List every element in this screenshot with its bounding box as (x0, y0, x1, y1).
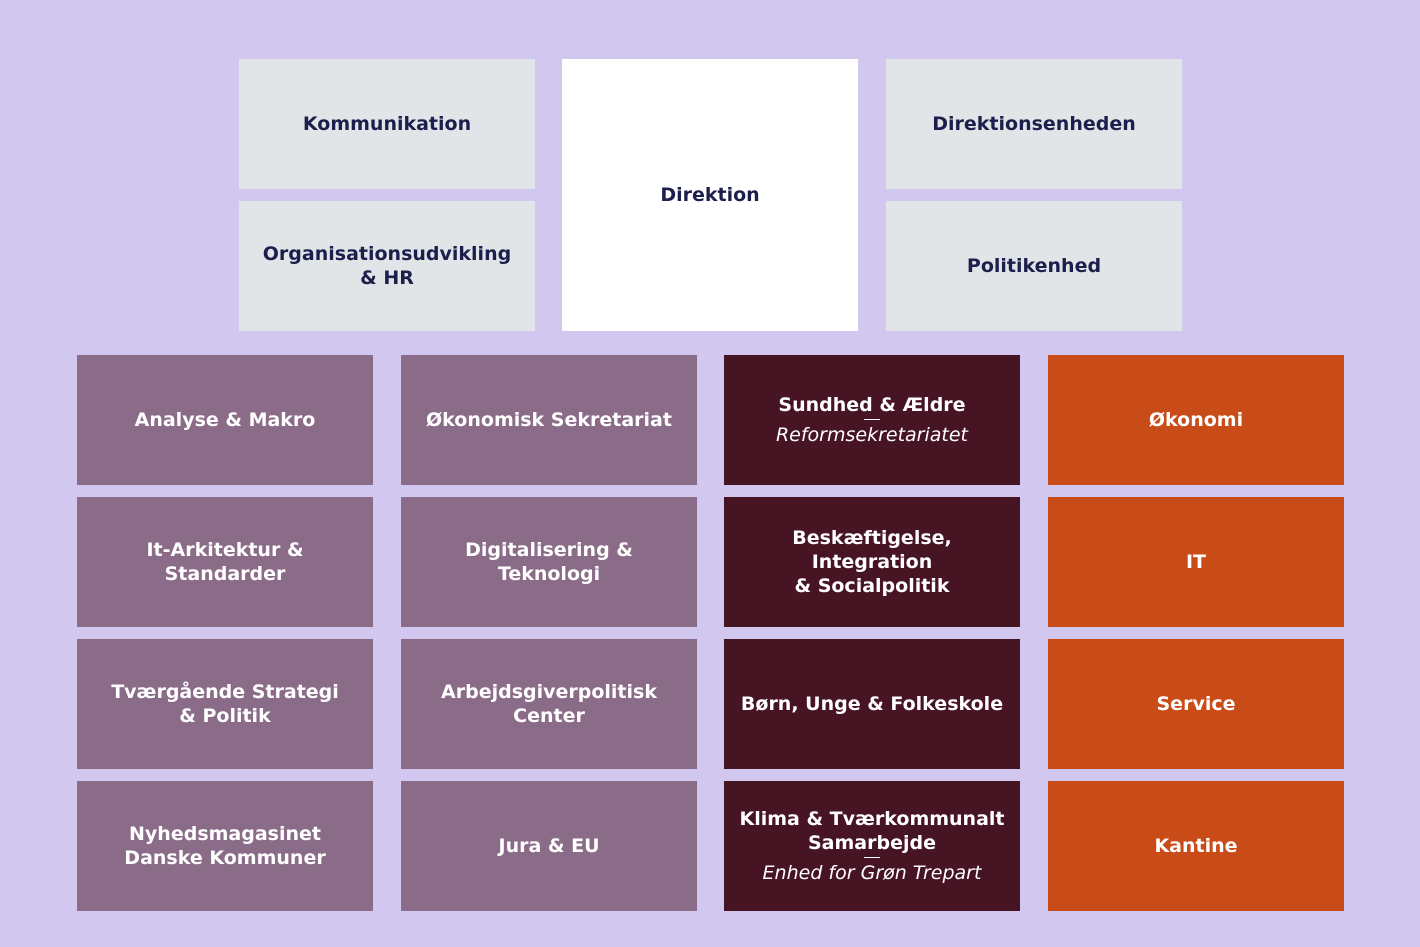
unit-sublabel: Enhed for Grøn Trepart (762, 862, 982, 885)
box-direktion: Direktion (562, 59, 858, 331)
box-kommunikation: Kommunikation (239, 59, 535, 189)
unit-label: & Politik (179, 705, 271, 727)
unit-box: Jura & EU (401, 781, 697, 911)
box-label: & HR (360, 267, 414, 289)
unit-label: Sundhed & Ældre (778, 393, 966, 416)
box-politikenhed: Politikenhed (886, 201, 1182, 331)
unit-label: Beskæftigelse, Integration (792, 527, 952, 573)
unit-label: Danske Kommuner (124, 847, 326, 869)
unit-label: Kantine (1154, 835, 1238, 857)
unit-box: Digitalisering & Teknologi (401, 497, 697, 627)
box-organisationsudvikling-hr: Organisationsudvikling & HR (239, 201, 535, 331)
separator-dash (864, 418, 880, 421)
unit-label: Tværgående Strategi (111, 681, 339, 703)
unit-box: Beskæftigelse, Integration& Socialpoliti… (724, 497, 1020, 627)
unit-label: Service (1156, 693, 1236, 715)
box-direktionsenheden: Direktionsenheden (886, 59, 1182, 189)
unit-label: & Socialpolitik (794, 575, 950, 597)
unit-label: Analyse & Makro (134, 409, 316, 431)
unit-sublabel: Reformsekretariatet (775, 424, 969, 447)
unit-box: It-Arkitektur & Standarder (77, 497, 373, 627)
unit-label: Børn, Unge & Folkeskole (740, 693, 1004, 715)
unit-box: Analyse & Makro (77, 355, 373, 485)
unit-box: IT (1048, 497, 1344, 627)
unit-label: Digitalisering & Teknologi (465, 539, 633, 585)
box-label: Politikenhed (966, 255, 1102, 277)
unit-box: Børn, Unge & Folkeskole (724, 639, 1020, 769)
unit-label: Nyhedsmagasinet (129, 823, 321, 845)
separator-dash (864, 856, 880, 859)
unit-box: Tværgående Strategi& Politik (77, 639, 373, 769)
unit-box: Økonomi (1048, 355, 1344, 485)
box-label: Kommunikation (302, 113, 472, 135)
unit-label: Klima & Tværkommunalt (739, 807, 1005, 830)
unit-label: Økonomi (1148, 409, 1244, 431)
box-label: Direktionsenheden (932, 113, 1136, 135)
box-label: Direktion (660, 184, 760, 206)
unit-box: Økonomisk Sekretariat (401, 355, 697, 485)
unit-label: IT (1185, 551, 1207, 573)
unit-label: Arbejdsgiverpolitisk (441, 681, 657, 703)
unit-label: Jura & EU (498, 835, 600, 857)
unit-label: Center (513, 705, 585, 727)
unit-label: Samarbejde (808, 831, 936, 854)
unit-label: Økonomisk Sekretariat (426, 409, 672, 431)
unit-box: Service (1048, 639, 1344, 769)
box-label: Organisationsudvikling (262, 243, 512, 265)
unit-label: It-Arkitektur & Standarder (146, 539, 304, 585)
unit-box: Kantine (1048, 781, 1344, 911)
